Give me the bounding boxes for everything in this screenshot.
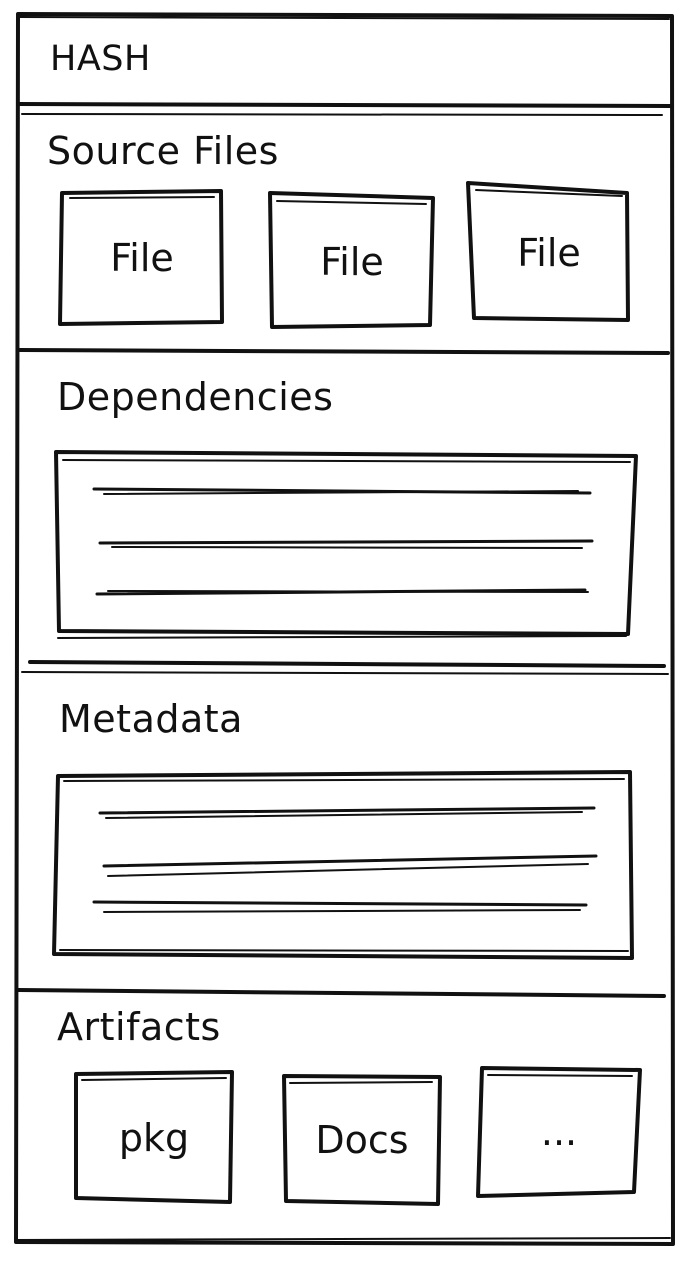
- section-dividers: [16, 102, 672, 998]
- hash-title: HASH: [50, 39, 151, 79]
- artifact-pkg: pkg: [118, 1116, 190, 1160]
- outer-frame: [14, 12, 675, 1246]
- source-file-2: File: [320, 240, 384, 284]
- dependencies-panel-outline: [54, 450, 638, 639]
- metadata-lines: [92, 806, 598, 913]
- file-box-outlines: [58, 181, 630, 329]
- metadata-title: Metadata: [59, 697, 243, 741]
- artifact-more: ...: [540, 1110, 578, 1154]
- dependencies-lines: [92, 487, 594, 596]
- dependencies-title: Dependencies: [57, 375, 334, 419]
- artifacts-title: Artifacts: [57, 1005, 221, 1049]
- artifact-box-outlines: [74, 1066, 642, 1206]
- source-file-3: File: [517, 231, 581, 275]
- artifact-docs: Docs: [315, 1118, 409, 1162]
- source-files-title: Source Files: [47, 129, 279, 173]
- metadata-panel-outline: [52, 770, 634, 960]
- source-file-1: File: [110, 236, 174, 280]
